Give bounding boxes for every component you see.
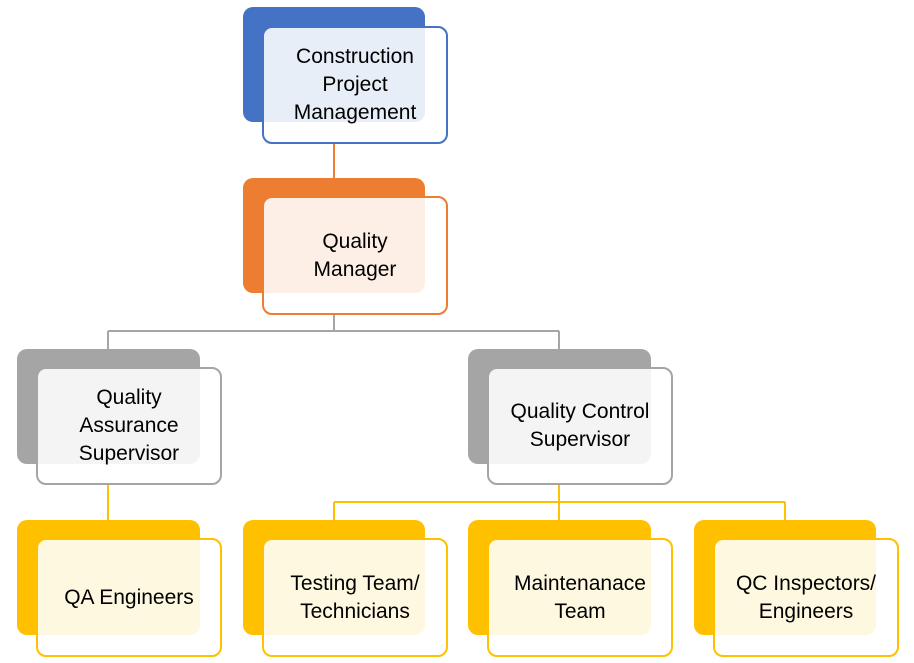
node-box: Testing Team/ Technicians (262, 538, 448, 657)
node-box: Construction Project Management (262, 26, 448, 144)
node-label: Quality Assurance Supervisor (78, 386, 180, 465)
node-label: QA Engineers (64, 585, 194, 609)
node-box: Quality Control Supervisor (487, 367, 673, 485)
node-box: Maintenanace Team (487, 538, 673, 657)
node-testing-team: Testing Team/ Technicians (243, 520, 448, 657)
node-label: QC Inspectors/ Engineers (735, 571, 877, 623)
node-maintenance-team: Maintenanace Team (468, 520, 673, 657)
node-quality-assurance-supervisor: Quality Assurance Supervisor (17, 349, 222, 485)
node-construction-project-management: Construction Project Management (243, 7, 448, 144)
node-box: Quality Manager (262, 196, 448, 315)
node-box: QC Inspectors/ Engineers (713, 538, 899, 657)
node-box: Quality Assurance Supervisor (36, 367, 222, 485)
node-box: QA Engineers (36, 538, 222, 657)
node-label: Quality Manager (313, 229, 397, 281)
node-quality-control-supervisor: Quality Control Supervisor (468, 349, 673, 485)
node-qc-inspectors: QC Inspectors/ Engineers (694, 520, 899, 657)
node-label: Testing Team/ Technicians (290, 571, 420, 623)
node-label: Construction Project Management (293, 45, 417, 124)
node-label: Quality Control Supervisor (510, 400, 650, 451)
node-quality-manager: Quality Manager (243, 178, 448, 315)
node-label: Maintenanace Team (514, 571, 646, 623)
node-qa-engineers: QA Engineers (17, 520, 222, 657)
